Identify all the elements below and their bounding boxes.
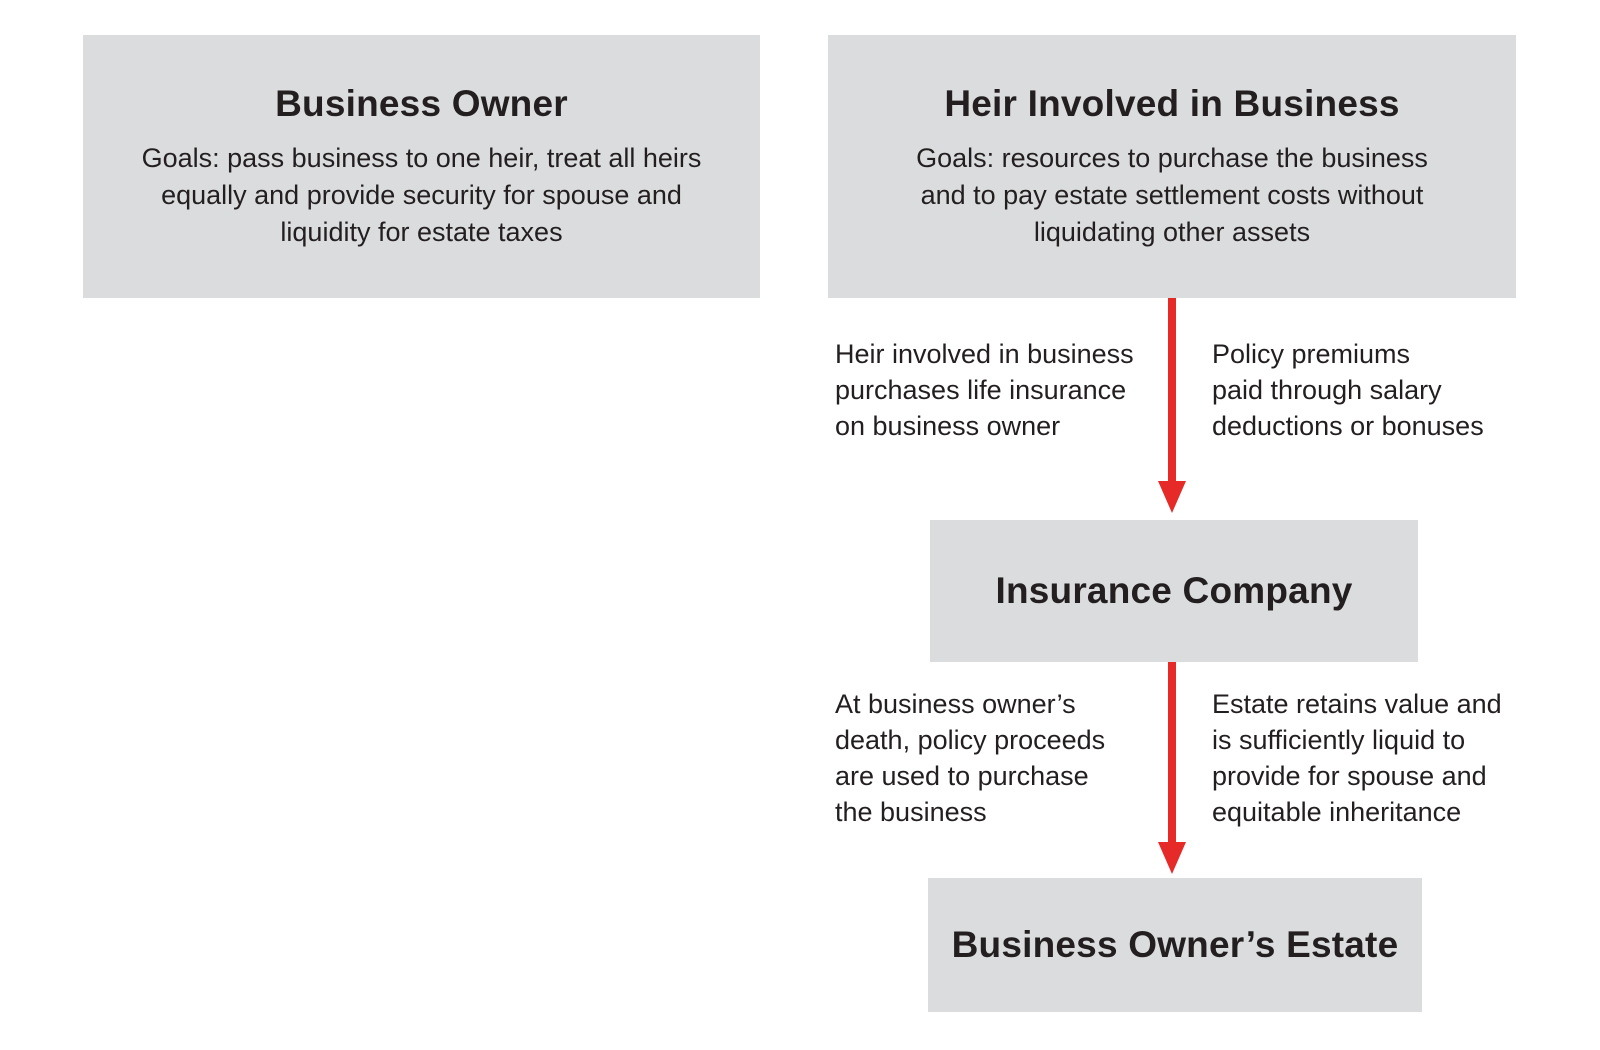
arrow-heir-to-insurance — [1158, 298, 1186, 513]
node-estate-title: Business Owner’s Estate — [951, 923, 1399, 965]
node-business-owner-title: Business Owner — [275, 82, 568, 124]
node-business-owners-estate: Business Owner’s Estate — [928, 878, 1422, 1012]
arrow-shaft — [1168, 662, 1176, 844]
node-heir-involved-in-business: Heir Involved in Business Goals: resourc… — [828, 35, 1516, 298]
node-heir-title: Heir Involved in Business — [944, 82, 1400, 124]
node-insurance-company: Insurance Company — [930, 520, 1418, 662]
label-heir-purchases-life-insurance: Heir involved in business purchases life… — [835, 339, 1134, 441]
arrow-shaft — [1168, 298, 1176, 483]
label-estate-retains-value: Estate retains value and is sufficiently… — [1212, 689, 1502, 827]
arrow-down-icon — [1158, 481, 1186, 513]
arrow-down-icon — [1158, 842, 1186, 874]
arrow-insurance-to-estate — [1158, 662, 1186, 874]
node-business-owner-goals: Goals: pass business to one heir, treat … — [141, 143, 702, 248]
node-heir-goals: Goals: resources to purchase the busines… — [916, 143, 1428, 248]
label-policy-proceeds-purchase-business: At business owner’s death, policy procee… — [835, 689, 1106, 827]
node-insurance-company-title: Insurance Company — [995, 569, 1353, 611]
node-business-owner: Business Owner Goals: pass business to o… — [83, 35, 760, 298]
label-policy-premiums: Policy premiums paid through salary dedu… — [1212, 339, 1484, 441]
